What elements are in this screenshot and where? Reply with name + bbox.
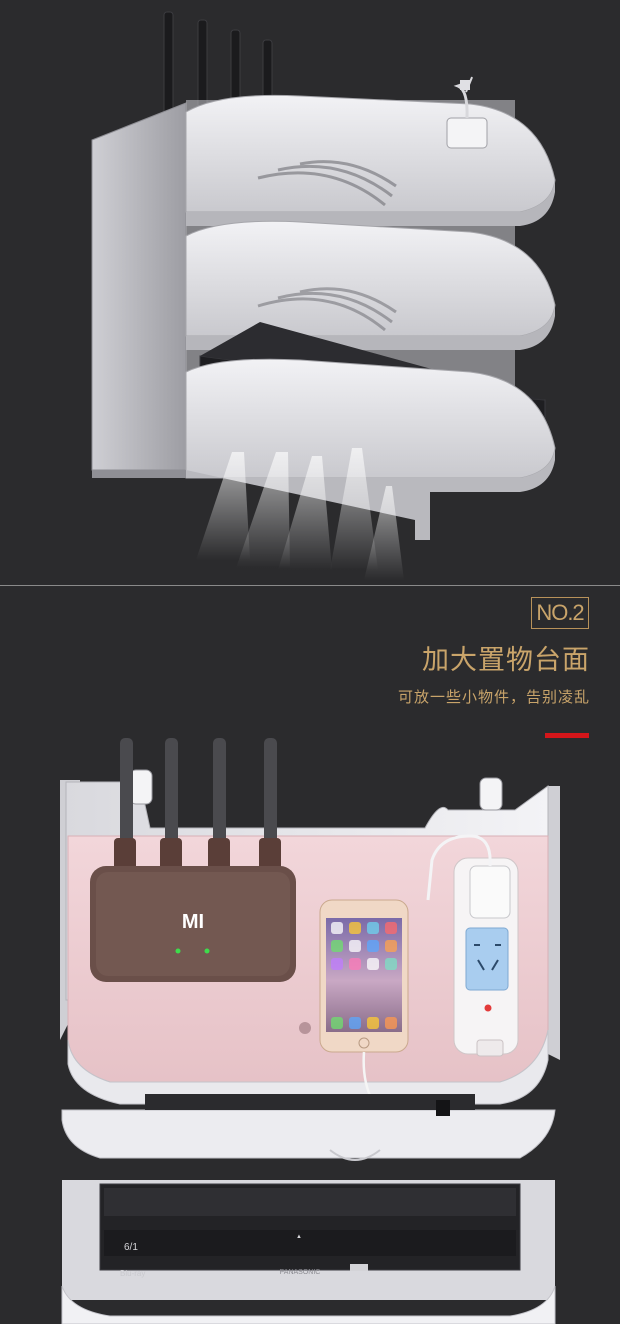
router: MI — [90, 738, 296, 982]
rack-illustration: PANASONIC — [91, 11, 556, 580]
shelf-bottom — [185, 358, 556, 479]
router-logo: MI — [182, 911, 204, 933]
charger-plug — [446, 76, 488, 149]
bluray-player-lower: 6/1 ▲ Blu-ray PANASONIC — [99, 1183, 521, 1278]
section-divider — [0, 585, 620, 586]
svg-text:▲: ▲ — [296, 1234, 302, 1240]
bluray-logo: Blu-ray — [120, 1269, 145, 1278]
airflow-streams — [196, 448, 404, 580]
accent-bar — [545, 733, 589, 738]
svg-text:6/1: 6/1 — [124, 1242, 138, 1253]
wall-hook-left — [129, 769, 153, 805]
power-strip — [426, 834, 519, 1057]
shelf-middle-lower — [61, 1109, 556, 1159]
rack-side-panel — [91, 102, 187, 471]
section-subtitle: 可放一些小物件，告别凌乱 — [397, 688, 590, 706]
lower-player-brand: PANASONIC — [280, 1269, 321, 1276]
smartphone — [319, 899, 421, 1109]
shelf-surface-illustration: MI — [60, 738, 560, 1324]
wall-hook-right — [479, 777, 503, 811]
shelf-middle — [185, 220, 556, 337]
section-number-badge: NO.2 — [531, 597, 589, 629]
section-title: 加大置物台面 — [422, 645, 590, 676]
